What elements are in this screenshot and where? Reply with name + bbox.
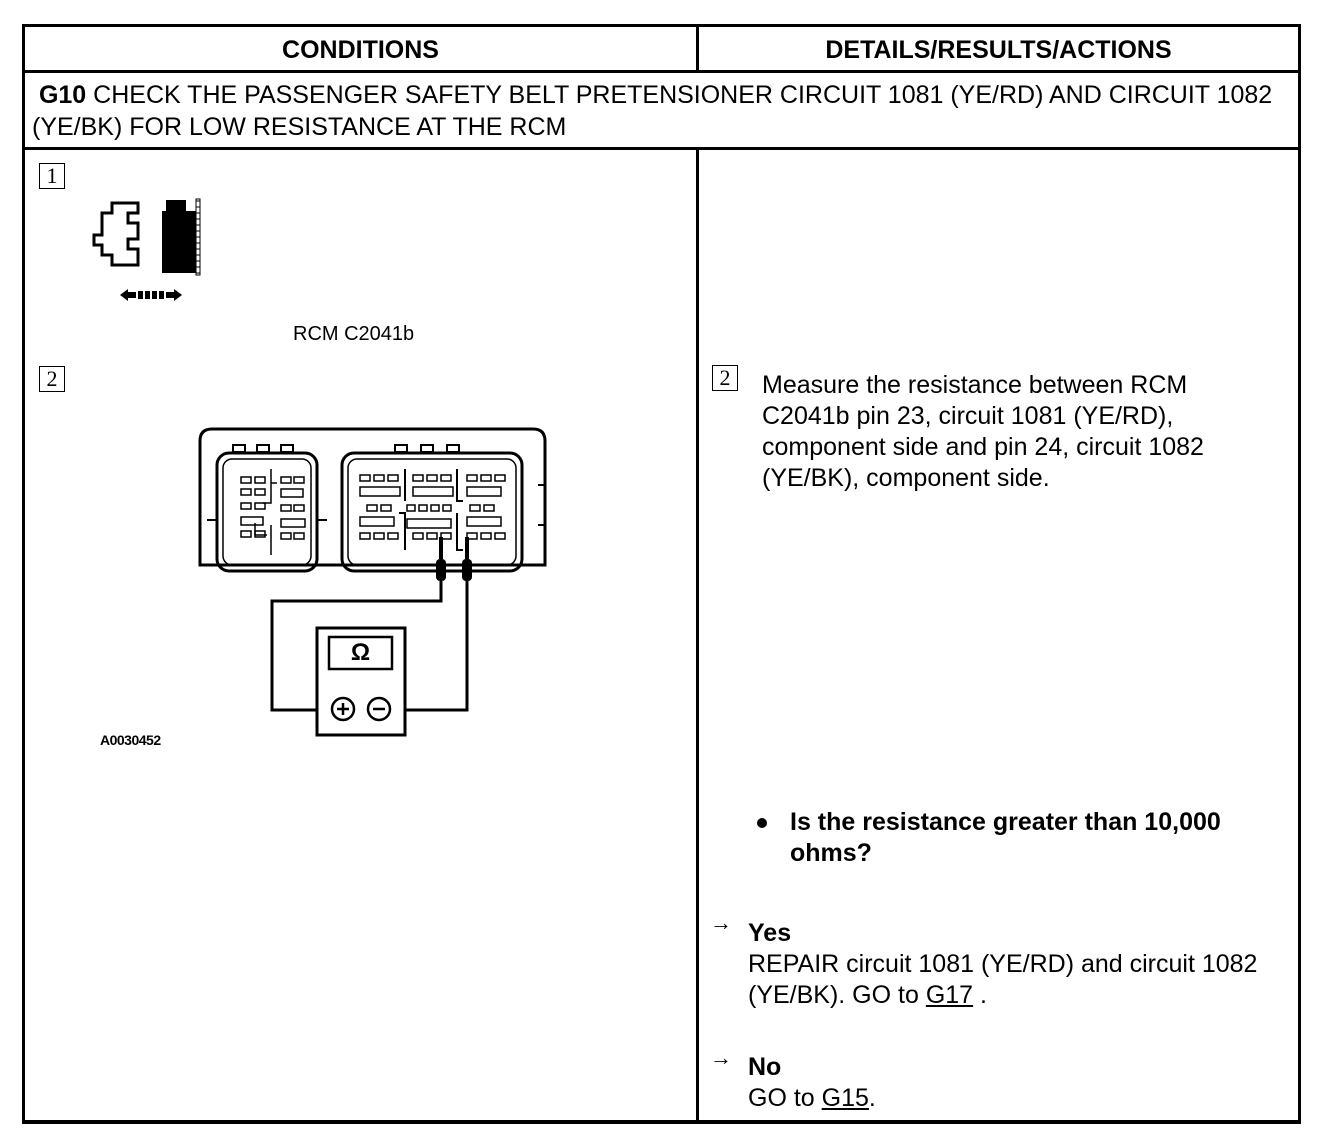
rcm-resistance-diagram bbox=[198, 427, 547, 737]
g15-link[interactable]: G15 bbox=[821, 1084, 869, 1112]
no-action: GO to G15. bbox=[748, 1083, 1268, 1114]
no-label: No bbox=[748, 1053, 782, 1081]
table-border-right bbox=[1298, 24, 1301, 1124]
no-action-end: . bbox=[868, 1084, 876, 1112]
disconnect-connector-icon bbox=[92, 198, 201, 301]
table-border-top bbox=[22, 24, 1301, 27]
column-divider-body bbox=[696, 148, 699, 1122]
table-border-bottom bbox=[22, 1120, 1301, 1124]
g17-link[interactable]: G17 bbox=[925, 981, 974, 1009]
meter-ohm-symbol: Ω bbox=[350, 639, 371, 666]
table-border-left bbox=[22, 24, 25, 1124]
header-details: DETAILS/RESULTS/ACTIONS bbox=[825, 36, 1172, 64]
step-id: G10 bbox=[38, 81, 87, 109]
figure-code: A0030452 bbox=[100, 732, 161, 748]
details-step-2-box: 2 bbox=[712, 365, 738, 391]
yes-label: Yes bbox=[748, 919, 792, 947]
step-1-box: 1 bbox=[39, 163, 65, 189]
header-divider bbox=[22, 70, 1301, 73]
step-2-box: 2 bbox=[39, 366, 65, 392]
resistance-question: Is the resistance greater than 10,000 oh… bbox=[790, 808, 1221, 867]
no-action-text: GO to bbox=[748, 1084, 822, 1112]
header-conditions: CONDITIONS bbox=[282, 36, 439, 64]
yes-action-text: REPAIR circuit 1081 (YE/RD) and circuit … bbox=[748, 950, 1258, 1009]
question-bullet bbox=[757, 818, 767, 828]
column-divider-header bbox=[696, 24, 699, 72]
yes-action: REPAIR circuit 1081 (YE/RD) and circuit … bbox=[748, 949, 1268, 1011]
yes-arrow-icon: → bbox=[710, 910, 732, 935]
step-title-text: CHECK THE PASSENGER SAFETY BELT PRETENSI… bbox=[32, 81, 1273, 141]
step-title: G10 CHECK THE PASSENGER SAFETY BELT PRET… bbox=[32, 79, 1282, 143]
no-arrow-icon: → bbox=[710, 1045, 732, 1070]
measure-instruction: Measure the resistance between RCM C2041… bbox=[762, 371, 1204, 492]
yes-action-end: . bbox=[973, 981, 987, 1009]
title-divider bbox=[22, 147, 1301, 150]
step-1-caption: RCM C2041b bbox=[293, 323, 415, 345]
